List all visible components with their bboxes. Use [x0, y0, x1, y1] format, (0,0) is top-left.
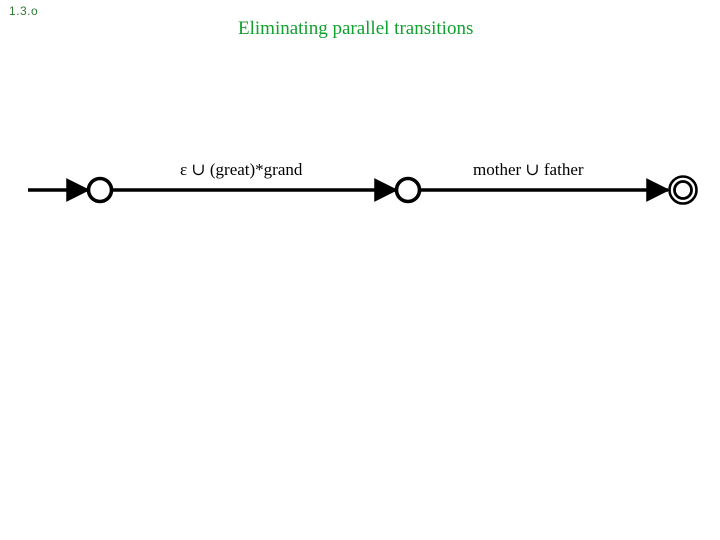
transition-label-q0-q1: ε ∪ (great)*grand — [180, 160, 303, 179]
state-q1[interactable] — [394, 176, 422, 204]
transition-label-q1-q2: mother ∪ father — [473, 160, 584, 179]
state-q0[interactable] — [86, 176, 114, 204]
page-title: Eliminating parallel transitions — [238, 18, 474, 39]
slide-number-label: 1.3.o — [9, 4, 39, 18]
state-q2-inner-ring[interactable] — [673, 180, 693, 200]
